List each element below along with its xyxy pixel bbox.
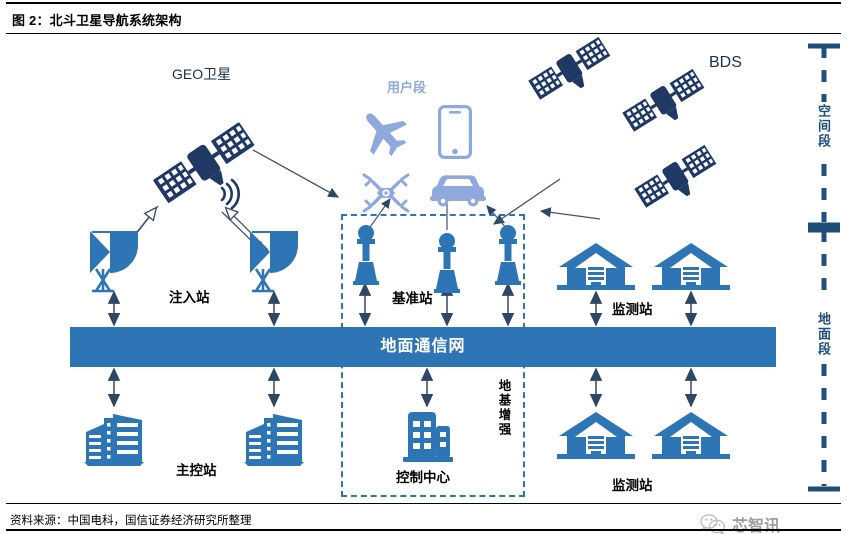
satellite-dish-icon bbox=[90, 231, 138, 293]
segment-brackets bbox=[808, 43, 840, 492]
geo-satellite bbox=[152, 120, 260, 212]
figure-title: 图 2：北斗卫星导航系统架构 bbox=[12, 13, 182, 28]
ground-network-label: 地面通信网 bbox=[380, 338, 466, 355]
monitoring-station-bottom-label: 监测站 bbox=[612, 478, 653, 493]
user-segment-label: 用户段 bbox=[387, 80, 427, 95]
top-rule bbox=[6, 2, 841, 4]
reference-tower-icon bbox=[434, 233, 460, 293]
monitoring-station-building-icon bbox=[557, 243, 635, 290]
bds-satellite-1 bbox=[528, 34, 614, 108]
master-control-station-label: 主控站 bbox=[176, 463, 217, 478]
monitoring-station-top-label: 监测站 bbox=[612, 302, 653, 317]
bds-label: BDS bbox=[709, 54, 742, 71]
satellite-icon bbox=[634, 144, 717, 208]
satellite-icon bbox=[528, 36, 611, 100]
user-car bbox=[428, 170, 488, 210]
ground-segment-label: 地面段 bbox=[816, 312, 831, 357]
car-icon bbox=[430, 175, 486, 207]
injection-dish-right bbox=[246, 227, 304, 293]
drone-icon bbox=[362, 173, 410, 213]
satellite-icon bbox=[622, 68, 705, 132]
satellite-icon bbox=[153, 122, 255, 210]
control-center-label: 控制中心 bbox=[396, 470, 450, 485]
monitoring-station-building-icon bbox=[557, 412, 635, 459]
monitoring-station-building-icon bbox=[652, 243, 730, 290]
airplane-icon bbox=[366, 113, 407, 157]
user-airplane bbox=[357, 105, 413, 157]
injection-station-label: 注入站 bbox=[169, 290, 210, 305]
reference-tower-icon bbox=[353, 225, 379, 285]
source-note: 资料来源：中国电科，国信证券经济研究所整理 bbox=[10, 515, 252, 527]
satellite-dish-icon bbox=[250, 231, 298, 293]
diagram-canvas: GEO卫星 bbox=[0, 34, 847, 534]
title-underline-rule bbox=[6, 33, 841, 34]
reference-tower-1 bbox=[352, 224, 380, 286]
user-smartphone bbox=[438, 105, 472, 159]
control-center-building-icon bbox=[403, 412, 453, 462]
monitoring-station-top-2 bbox=[650, 241, 732, 293]
monitoring-station-bottom-2 bbox=[650, 410, 732, 462]
office-building-icon bbox=[84, 414, 144, 466]
space-segment-label: 空间段 bbox=[816, 104, 831, 149]
monitoring-station-building-icon bbox=[652, 412, 730, 459]
smartphone-icon bbox=[438, 105, 472, 159]
control-center-building bbox=[398, 408, 458, 464]
user-drone bbox=[357, 166, 415, 220]
master-control-building-2 bbox=[242, 406, 306, 468]
ground-network-bar: 地面通信网 bbox=[70, 327, 776, 367]
monitoring-station-bottom-1 bbox=[555, 410, 637, 462]
bds-satellite-2 bbox=[622, 66, 708, 140]
reference-station-label: 基准站 bbox=[392, 291, 433, 306]
reference-tower-3 bbox=[494, 224, 522, 286]
bds-satellite-3 bbox=[634, 142, 720, 216]
source-divider-rule bbox=[6, 503, 841, 504]
ground-augmentation-label: 地基增强 bbox=[496, 379, 511, 437]
office-building-icon bbox=[244, 414, 304, 466]
geo-satellite-label: GEO卫星 bbox=[172, 66, 232, 82]
bottom-rule bbox=[6, 529, 841, 531]
monitoring-station-top-1 bbox=[555, 241, 637, 293]
reference-tower-icon bbox=[495, 225, 521, 285]
injection-dish-left bbox=[86, 227, 144, 293]
reference-tower-2 bbox=[433, 232, 461, 294]
master-control-building-1 bbox=[82, 406, 146, 468]
